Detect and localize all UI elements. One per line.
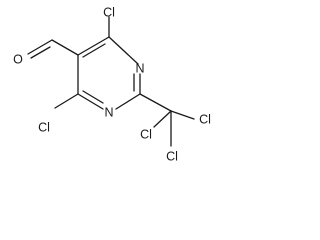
structure-canvas: Cl N N Cl O Cl Cl Cl [13,5,211,163]
atom-cl-ccl3-right: Cl [199,112,211,126]
bond-ccl3-cl-left [153,110,172,128]
atom-o-aldehyde: O [13,52,23,66]
atom-cl-top: Cl [103,5,115,19]
atom-cl-bottom-left: Cl [38,120,50,134]
bond-cho-o [27,39,53,55]
bond-c5-cho [51,39,79,56]
bond-c6-cl [54,93,79,109]
bond-c6-n1-inner [82,90,104,104]
molecule-structure: Cl N N Cl O Cl Cl Cl [13,5,211,163]
atom-n-lower: N [104,105,113,119]
atom-labels: Cl N N Cl O Cl Cl Cl [13,5,211,163]
bond-c4-c5-inner [82,43,106,58]
atom-cl-ccl3-left: Cl [140,127,152,141]
atom-n-right: N [135,61,144,75]
bond-c4-c5 [77,36,110,56]
atom-cl-ccl3-bottom: Cl [166,149,178,163]
bond-n3-c4 [108,36,139,65]
bonds [27,16,195,147]
bond-c2-ccl3 [139,93,172,112]
bond-cho-o-inner [30,46,51,59]
bond-ccl3-cl-right [170,110,195,120]
bond-n1-c2 [115,93,141,110]
bond-c6-n1 [77,93,104,110]
